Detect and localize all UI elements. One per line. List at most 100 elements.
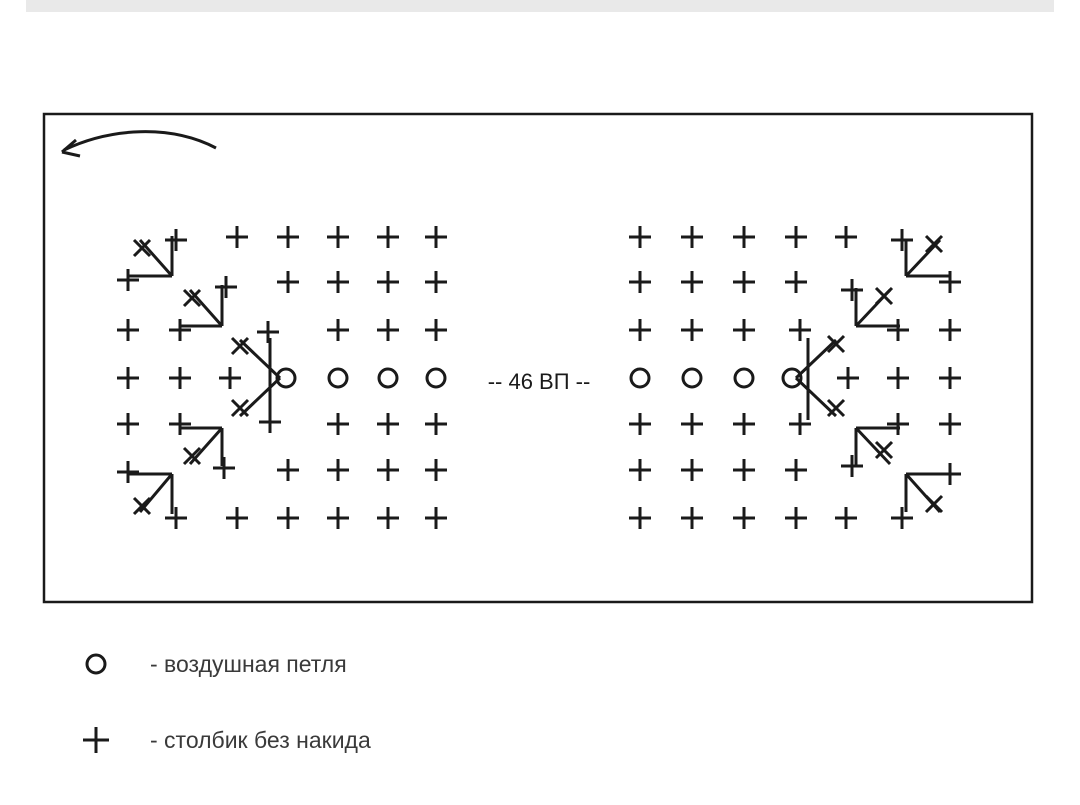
single-crochet-symbol bbox=[277, 271, 299, 293]
single-crochet-symbol bbox=[681, 459, 703, 481]
single-crochet-symbol bbox=[789, 413, 811, 435]
single-crochet-symbol bbox=[377, 413, 399, 435]
single-crochet-symbol bbox=[837, 367, 859, 389]
slip-stitch-symbol bbox=[874, 440, 894, 460]
single-crochet-symbol bbox=[891, 229, 913, 251]
single-crochet-symbol bbox=[425, 459, 447, 481]
single-crochet-symbol bbox=[733, 459, 755, 481]
single-crochet-symbol bbox=[835, 226, 857, 248]
chain-stitch-icon bbox=[80, 648, 112, 680]
single-crochet-symbol bbox=[425, 319, 447, 341]
chart-frame bbox=[42, 112, 1034, 604]
single-crochet-symbol bbox=[327, 507, 349, 529]
chain-stitch-symbol bbox=[327, 367, 349, 389]
single-crochet-symbol bbox=[377, 319, 399, 341]
single-crochet-symbol bbox=[681, 271, 703, 293]
single-crochet-symbol bbox=[425, 507, 447, 529]
legend-label-chain: - воздушная петля bbox=[150, 650, 347, 677]
single-crochet-symbol bbox=[681, 226, 703, 248]
single-crochet-symbol bbox=[785, 271, 807, 293]
single-crochet-symbol bbox=[887, 413, 909, 435]
single-crochet-symbol bbox=[226, 226, 248, 248]
slip-stitch-symbol bbox=[230, 398, 250, 418]
center-chain-label: -- 46 ВП -- bbox=[488, 369, 591, 394]
slip-stitch-symbol bbox=[826, 398, 846, 418]
single-crochet-symbol bbox=[733, 226, 755, 248]
single-crochet-symbol bbox=[117, 319, 139, 341]
single-crochet-symbol bbox=[629, 319, 651, 341]
direction-arrow-icon bbox=[63, 130, 217, 152]
chain-stitch-symbol bbox=[781, 367, 803, 389]
single-crochet-symbol bbox=[939, 271, 961, 293]
slip-stitch-symbol bbox=[132, 238, 152, 258]
single-crochet-symbol bbox=[327, 271, 349, 293]
chain-stitch-symbol bbox=[629, 367, 651, 389]
legend-item-single-crochet: - столбик без накида bbox=[80, 724, 371, 756]
connector-line bbox=[138, 473, 174, 513]
single-crochet-symbol bbox=[841, 279, 863, 301]
single-crochet-symbol bbox=[117, 367, 139, 389]
chain-stitch-symbol bbox=[681, 367, 703, 389]
single-crochet-symbol bbox=[327, 226, 349, 248]
chain-stitch-symbol bbox=[377, 367, 399, 389]
connector-line bbox=[238, 376, 282, 418]
legend-label-single-crochet: - столбик без накида bbox=[150, 726, 371, 753]
single-crochet-symbol bbox=[377, 226, 399, 248]
single-crochet-symbol bbox=[425, 413, 447, 435]
single-crochet-symbol bbox=[377, 459, 399, 481]
single-crochet-symbol bbox=[169, 367, 191, 389]
single-crochet-symbol bbox=[629, 271, 651, 293]
connector-line bbox=[188, 427, 224, 465]
stitch-grid bbox=[117, 226, 961, 529]
single-crochet-symbol bbox=[117, 461, 139, 483]
single-crochet-symbol bbox=[117, 269, 139, 291]
single-crochet-symbol bbox=[891, 507, 913, 529]
single-crochet-symbol bbox=[681, 413, 703, 435]
single-crochet-symbol bbox=[165, 507, 187, 529]
slip-stitch-symbol bbox=[132, 496, 152, 516]
single-crochet-symbol bbox=[887, 319, 909, 341]
single-crochet-symbol bbox=[377, 271, 399, 293]
single-crochet-symbol bbox=[377, 507, 399, 529]
single-crochet-symbol bbox=[169, 413, 191, 435]
connector-line bbox=[904, 238, 942, 278]
single-crochet-symbol bbox=[425, 271, 447, 293]
single-crochet-symbol bbox=[681, 319, 703, 341]
single-crochet-symbol bbox=[425, 226, 447, 248]
single-crochet-symbol bbox=[629, 459, 651, 481]
connector-line bbox=[188, 289, 224, 327]
single-crochet-symbol bbox=[733, 413, 755, 435]
single-crochet-symbol bbox=[327, 459, 349, 481]
legend-item-chain: - воздушная петля bbox=[80, 648, 347, 680]
single-crochet-icon bbox=[80, 724, 112, 756]
single-crochet-symbol bbox=[215, 276, 237, 298]
slip-stitch-symbol bbox=[924, 234, 944, 254]
connector-line bbox=[794, 338, 838, 380]
single-crochet-symbol bbox=[939, 367, 961, 389]
single-crochet-symbol bbox=[117, 413, 139, 435]
single-crochet-symbol bbox=[213, 457, 235, 479]
single-crochet-symbol bbox=[169, 319, 191, 341]
single-crochet-symbol bbox=[785, 226, 807, 248]
single-crochet-symbol bbox=[733, 319, 755, 341]
connector-line bbox=[854, 288, 892, 328]
single-crochet-symbol bbox=[277, 226, 299, 248]
connector-line bbox=[904, 472, 942, 514]
single-crochet-symbol bbox=[257, 321, 279, 343]
connector-line bbox=[238, 338, 282, 380]
chain-stitch-symbol bbox=[733, 367, 755, 389]
top-border-strip bbox=[26, 0, 1054, 12]
single-crochet-symbol bbox=[733, 507, 755, 529]
single-crochet-symbol bbox=[629, 413, 651, 435]
single-crochet-symbol bbox=[226, 507, 248, 529]
single-crochet-symbol bbox=[219, 367, 241, 389]
single-crochet-symbol bbox=[841, 455, 863, 477]
connector-line bbox=[794, 376, 838, 418]
single-crochet-symbol bbox=[939, 319, 961, 341]
chain-stitch-symbol bbox=[275, 367, 297, 389]
single-crochet-symbol bbox=[785, 459, 807, 481]
connector-line bbox=[854, 426, 892, 466]
single-crochet-symbol bbox=[789, 319, 811, 341]
slip-stitch-symbol bbox=[826, 334, 846, 354]
